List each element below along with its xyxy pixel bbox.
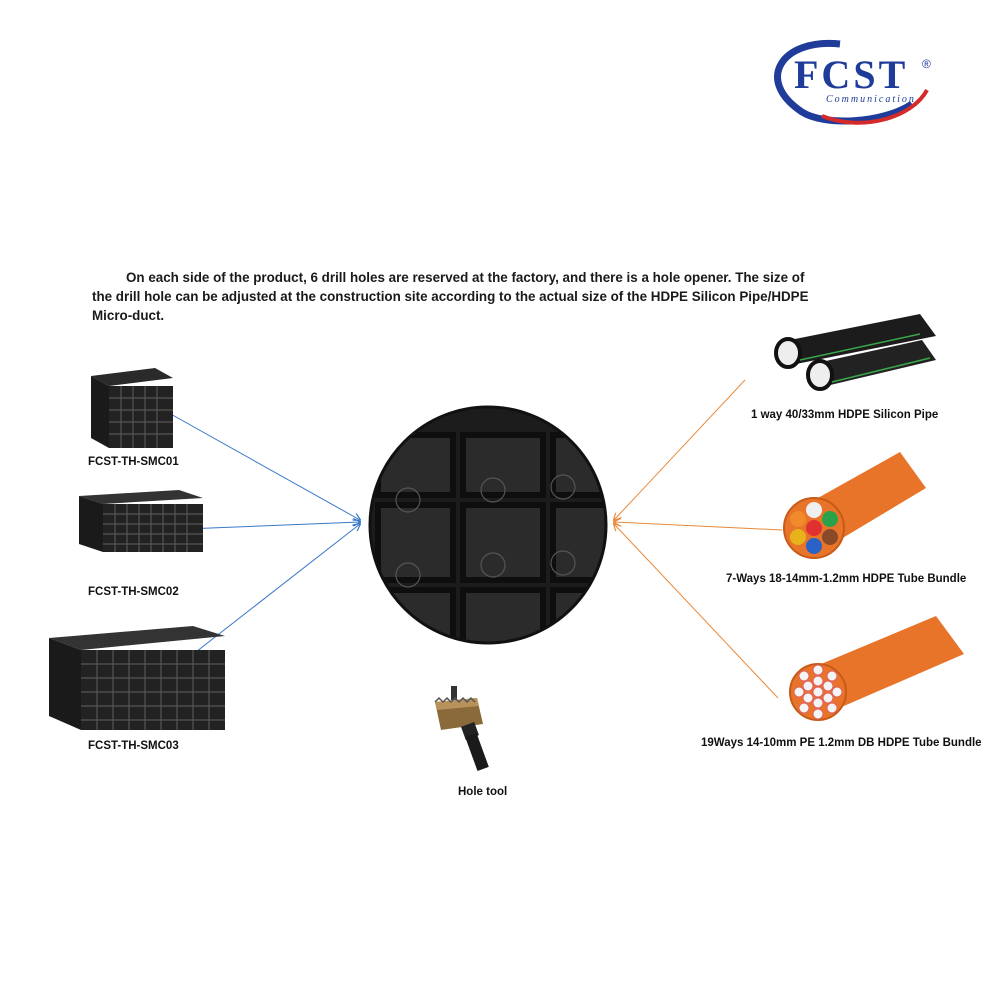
drill-hole-detail-image (368, 405, 608, 645)
smc02-label: FCST-TH-SMC02 (88, 586, 179, 598)
product-description: On each side of the product, 6 drill hol… (92, 268, 812, 325)
hole-saw-tool-image (425, 680, 525, 775)
smc02-box-image (75, 486, 207, 554)
arrow-7way-bundle (614, 522, 783, 531)
fcst-logo: FCST ® Communication (762, 30, 942, 130)
19way-bundle-image (788, 612, 966, 724)
hole-tool-label: Hole tool (458, 786, 508, 798)
19way-bundle-label: 19Ways 14-10mm PE 1.2mm DB HDPE Tube Bun… (701, 737, 982, 749)
logo-text: FCST (794, 52, 908, 97)
registered-mark: ® (922, 57, 931, 71)
logo-subtext: Communication (826, 94, 916, 105)
smc03-box-image (45, 620, 230, 732)
7way-bundle-label: 7-Ways 18-14mm-1.2mm HDPE Tube Bundle (726, 573, 967, 585)
arrow-19way-bundle (614, 524, 779, 699)
arrow-silicon-pipe (614, 379, 746, 520)
7way-bundle-image (780, 448, 930, 560)
arrow-smc01 (159, 407, 360, 520)
smc01-box-image (85, 362, 177, 450)
silicon-pipe-image (760, 312, 938, 394)
silicon-pipe-label: 1 way 40/33mm HDPE Silicon Pipe (751, 409, 939, 421)
description-text: On each side of the product, 6 drill hol… (92, 270, 809, 323)
smc03-label: FCST-TH-SMC03 (88, 740, 179, 752)
smc01-label: FCST-TH-SMC01 (88, 456, 179, 468)
